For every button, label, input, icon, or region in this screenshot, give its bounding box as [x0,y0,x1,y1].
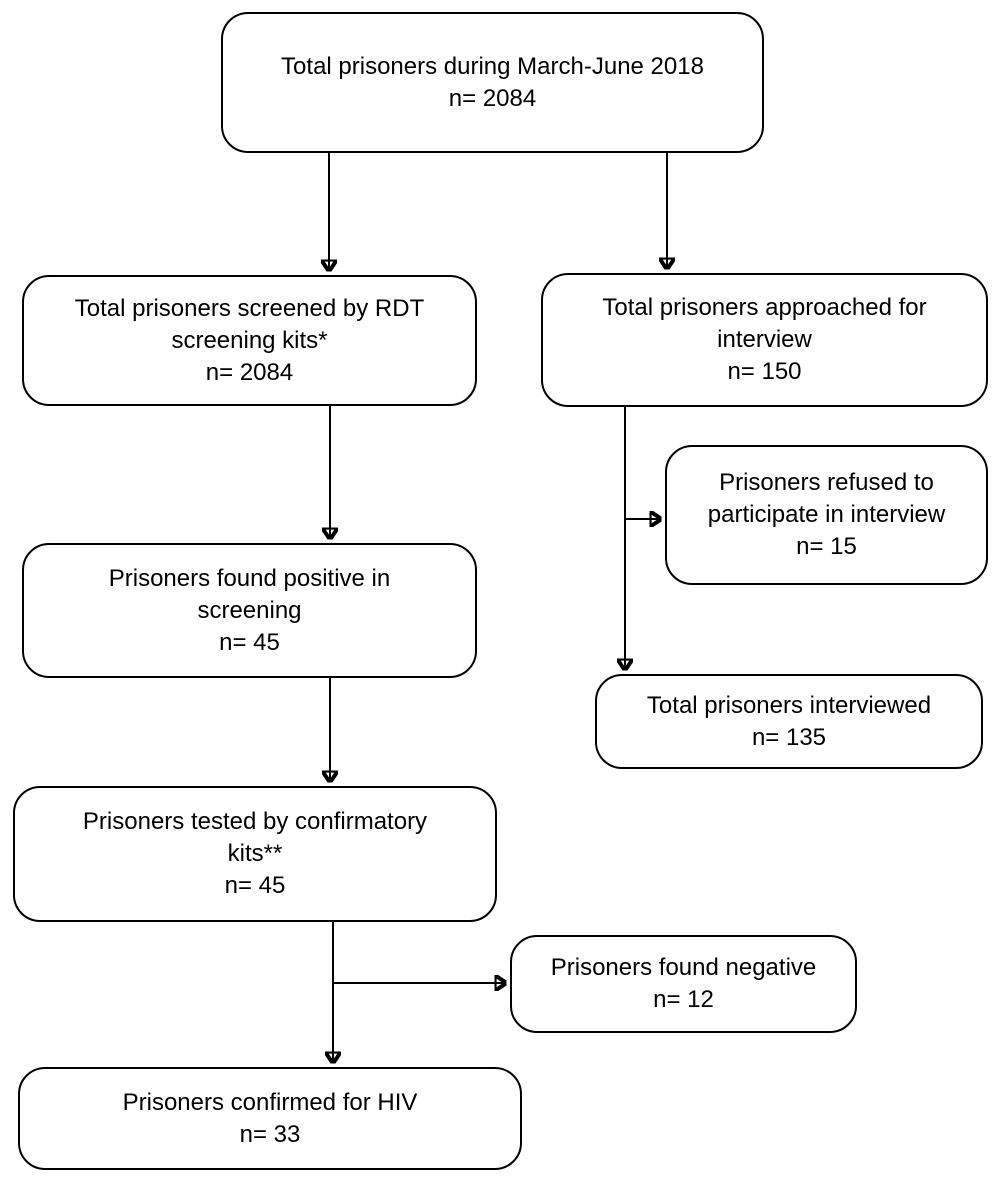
node-confirmed-hiv-label: Prisoners confirmed for HIV [122,1088,418,1116]
node-confirmatory-tested-label: Prisoners tested by confirmatory kits** [82,808,428,867]
node-confirmatory-tested-count: n= 45 [224,872,286,899]
node-approached-interview-label: Total prisoners approached for interview [602,294,927,353]
node-approached-interview: Total prisoners approached for interview… [541,273,988,407]
node-screened-rdt: Total prisoners screened by RDT screenin… [22,275,477,406]
node-total-prisoners: Total prisoners during March-June 2018 n… [221,12,764,153]
node-positive-screening-count: n= 45 [219,628,280,656]
node-interviewed-count: n= 135 [751,723,827,751]
node-refused-interview-count: n= 15 [796,533,857,560]
node-positive-screening-label: Prisoners found positive in screening [108,564,391,624]
node-screened-rdt-count: n= 2084 [205,358,294,386]
node-refused-interview-label: Prisoners refused to participate in inte… [707,469,946,528]
node-refused-interview: Prisoners refused to participate in inte… [665,445,988,585]
node-confirmatory-tested: Prisoners tested by confirmatory kits** … [13,786,497,922]
node-confirmed-hiv: Prisoners confirmed for HIV n= 33 [18,1067,522,1170]
node-approached-interview-count: n= 150 [727,358,802,385]
node-confirmed-hiv-count: n= 33 [239,1120,301,1148]
node-found-negative-label: Prisoners found negative [550,954,817,981]
node-found-negative-count: n= 12 [653,986,714,1013]
node-screened-rdt-label: Total prisoners screened by RDT screenin… [74,294,425,354]
node-found-negative: Prisoners found negative n= 12 [510,935,857,1033]
node-interviewed-label: Total prisoners interviewed [646,691,932,719]
node-total-prisoners-label: Total prisoners during March-June 2018 [281,52,704,80]
node-interviewed: Total prisoners interviewed n= 135 [595,674,983,769]
node-positive-screening: Prisoners found positive in screening n=… [22,543,477,678]
node-total-prisoners-count: n= 2084 [448,84,537,112]
